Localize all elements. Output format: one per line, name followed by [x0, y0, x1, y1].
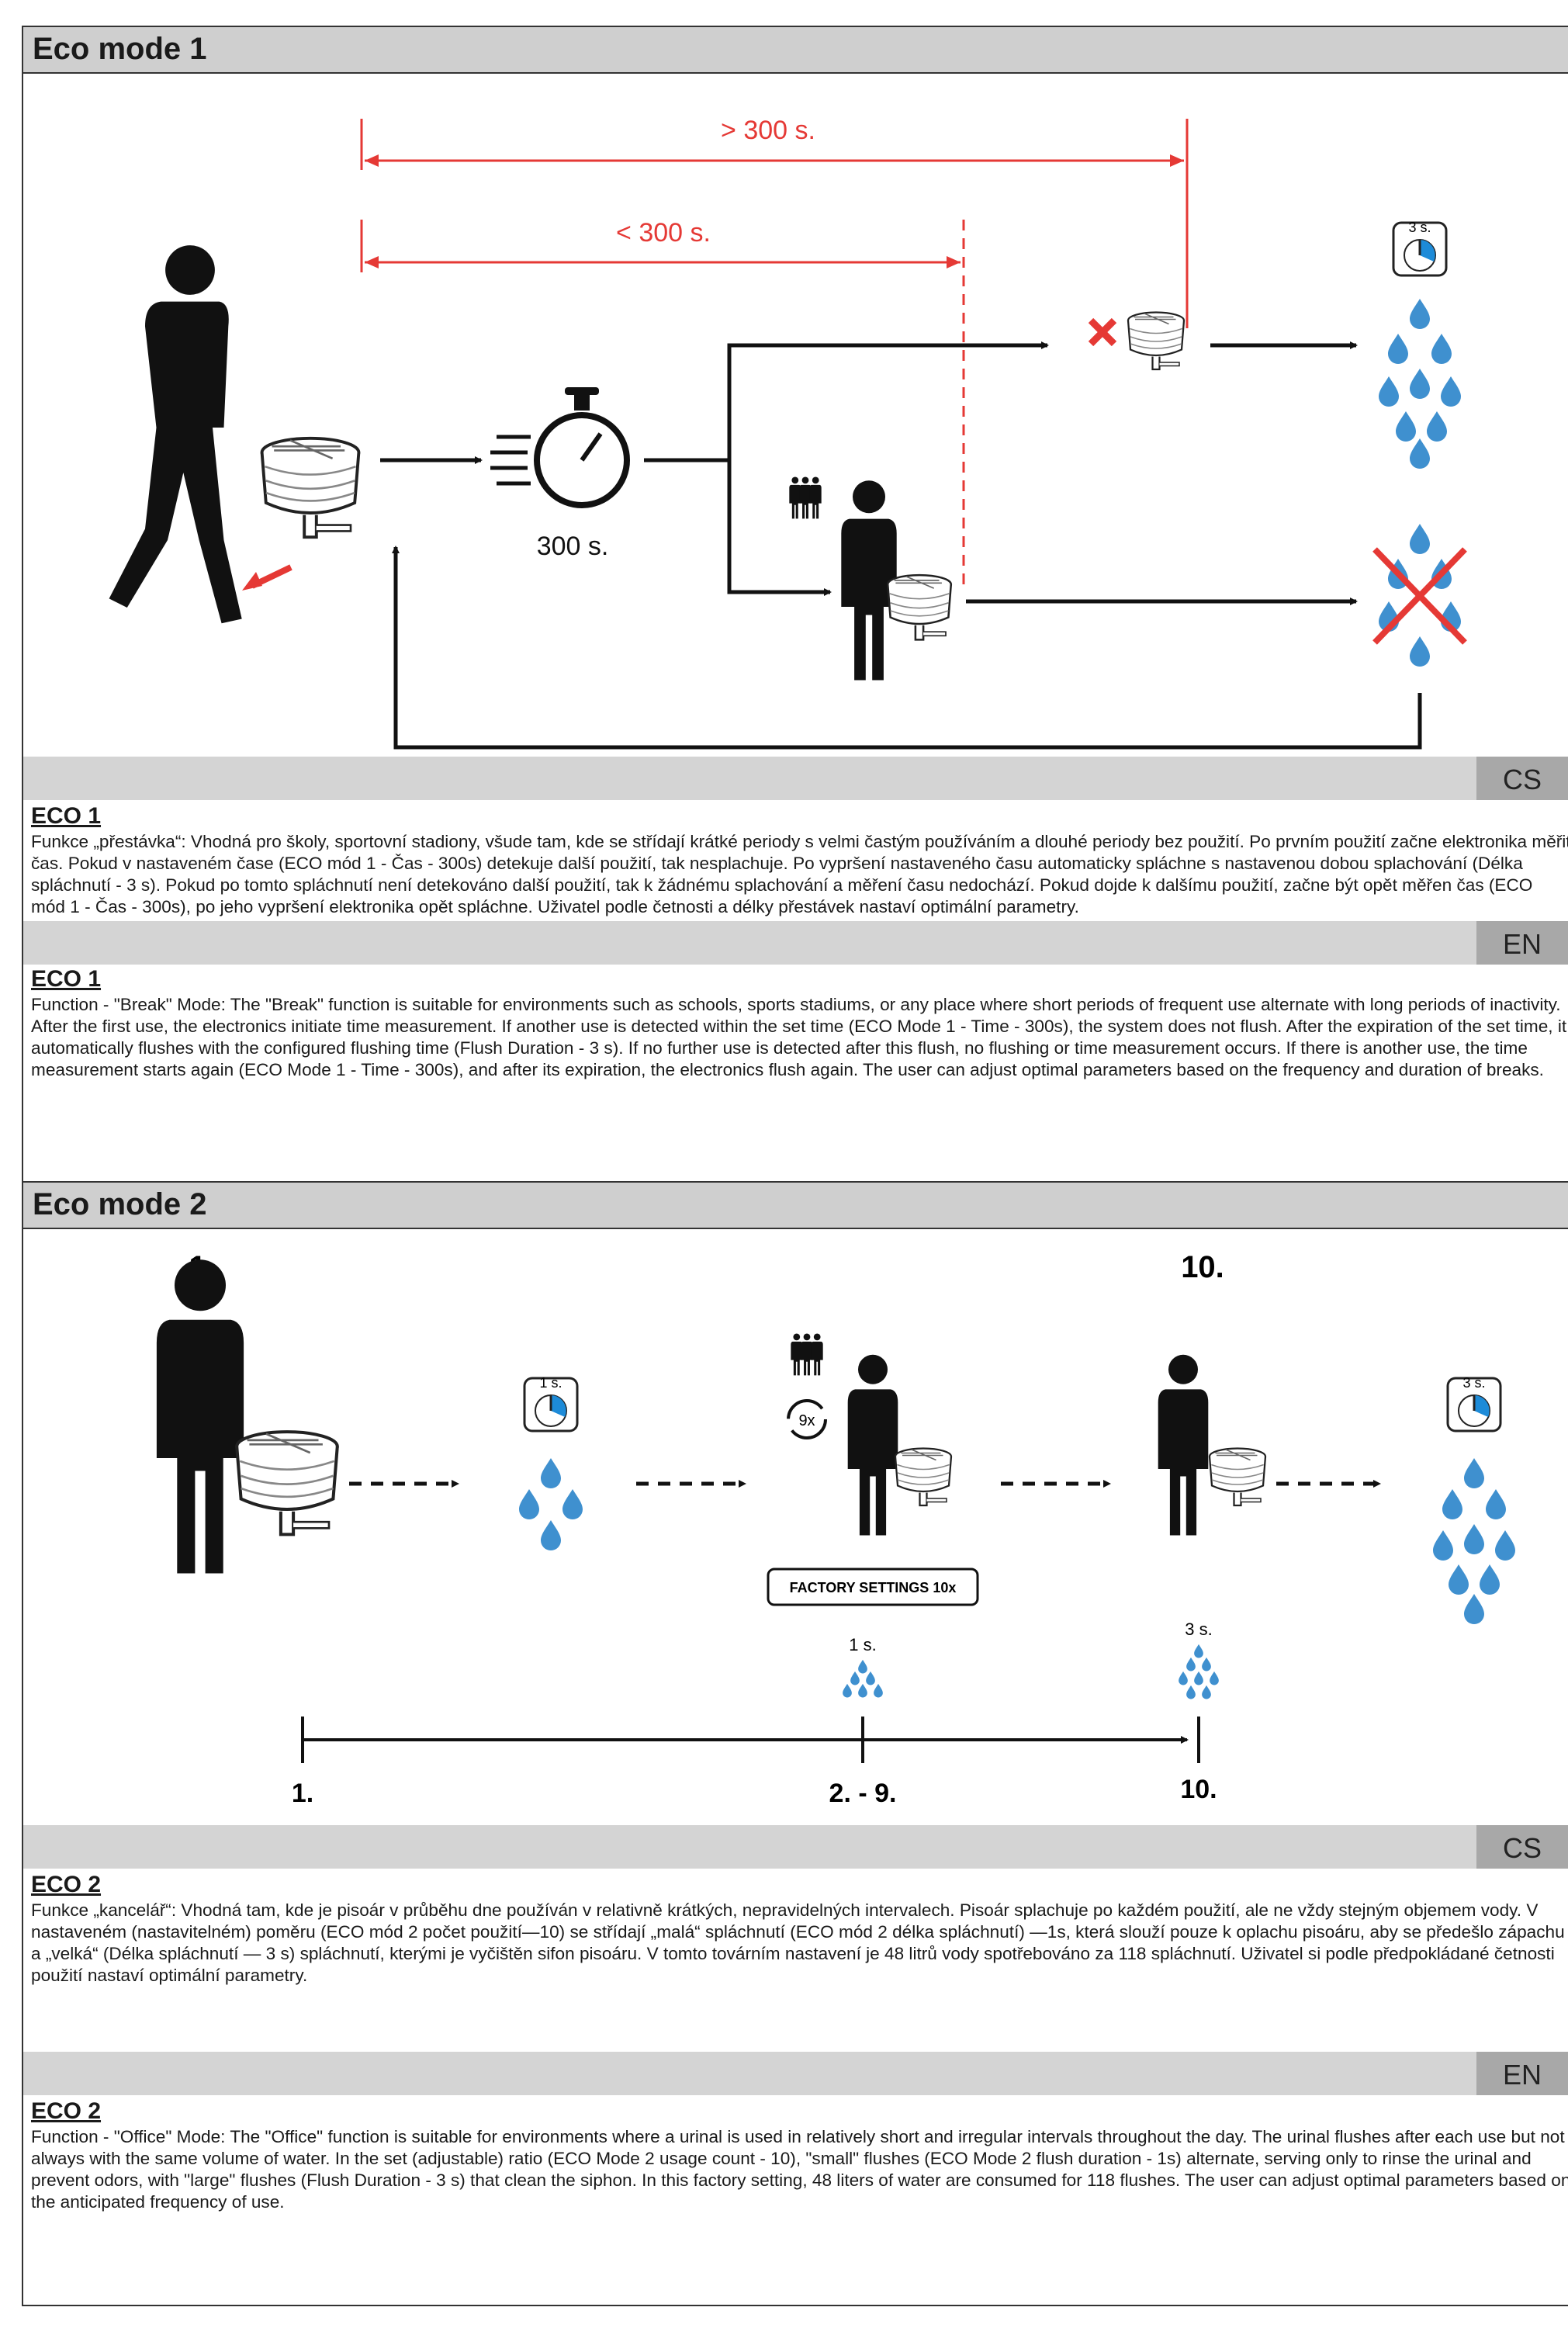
step-10-label: 10.: [1181, 1250, 1224, 1284]
lt-300-label: < 300 s.: [616, 218, 711, 248]
timeline-label-1: 1.: [292, 1779, 313, 1808]
dimension-gt-300: > 300 s.: [360, 116, 1189, 328]
small-flush-drops-icon: [843, 1659, 883, 1698]
eco1-cs-title: ECO 1: [31, 803, 102, 829]
person-medium-icon: [847, 1354, 898, 1536]
large-flush-drops-icon: [1179, 1644, 1219, 1699]
eco1-en-title: ECO 1: [31, 966, 102, 992]
gt-300-label: > 300 s.: [721, 116, 815, 145]
factory-settings-label: FACTORY SETTINGS 10x: [790, 1580, 957, 1595]
eco-mode-1-title: Eco mode 1: [33, 32, 207, 66]
eco2-en-bar: EN: [23, 2052, 1568, 2095]
urinal-medium-icon: [894, 1447, 953, 1507]
eco-mode-1-panel: Eco mode 1 > 300 s. < 300 s.: [22, 26, 1568, 1193]
eco1-en-text: Function - "Break" Mode: The "Break" fun…: [31, 995, 1567, 1079]
small-water-drops-icon: [519, 1458, 583, 1550]
eco-mode-2-diagram: 1. 1 s. 9x FACTORY SETTINGS 10x 10.: [156, 1250, 1515, 1808]
eco1-cs-lang-tag: CS: [1476, 757, 1568, 800]
repeat-count-label: 9x: [798, 1412, 815, 1429]
upper-branch-arrow: [644, 341, 1049, 462]
flush-3s-badge-label: 3 s.: [1408, 220, 1431, 235]
eco2-en-text: Function - "Office" Mode: The "Office" f…: [31, 2127, 1568, 2212]
urinal-icon: [260, 436, 361, 539]
eco2-cs-lang-tag: CS: [1476, 1825, 1568, 1869]
eco-mode-1-diagram: > 300 s. < 300 s.: [109, 116, 1467, 750]
usage-timeline: 1. 2. - 9. 10.: [292, 1717, 1217, 1808]
large-flush-label: 3 s.: [1185, 1620, 1212, 1639]
timeline-label-2-9: 2. - 9.: [829, 1779, 897, 1808]
flush-1s-badge-label: 1 s.: [539, 1375, 562, 1391]
eco-mode-2-panel: Eco mode 2 1. 1 s. 9x FACTORY SETTINGS 1…: [22, 1181, 1568, 2306]
repeat-cycle-icon: [787, 1399, 827, 1439]
eco1-en-lang-tag: EN: [1476, 921, 1568, 965]
flush-3s-badge-label-2: 3 s.: [1462, 1375, 1485, 1391]
eco-mode-2-header: Eco mode 2: [23, 1183, 1568, 1229]
timeline-label-10: 10.: [1180, 1775, 1217, 1804]
red-x-icon: [1088, 317, 1117, 347]
eco-mode-1-header: Eco mode 1: [23, 27, 1568, 74]
group-people-icon: [791, 1333, 823, 1376]
person-step-10-icon: [1158, 1354, 1209, 1536]
group-people-icon: [789, 476, 822, 519]
timer-label: 300 s.: [537, 532, 609, 561]
eco2-en-lang-tag: EN: [1476, 2052, 1568, 2095]
urinal-large-icon: [237, 1432, 337, 1534]
return-loop-arrow: [392, 546, 1422, 750]
walking-person-icon: [109, 245, 242, 624]
stopwatch-icon: [490, 387, 630, 508]
eco2-en-title: ECO 2: [31, 2098, 102, 2124]
no-flush-drops-icon: [1372, 524, 1467, 667]
eco-mode-2-title: Eco mode 2: [33, 1187, 207, 1221]
person-large-icon: [156, 1259, 244, 1574]
small-flush-label: 1 s.: [849, 1635, 876, 1654]
red-leave-arrow-icon: [242, 564, 292, 591]
water-drops-icon: [1379, 299, 1461, 469]
large-water-drops-icon: [1433, 1458, 1515, 1624]
eco2-cs-title: ECO 2: [31, 1872, 102, 1897]
factory-settings-box: FACTORY SETTINGS 10x: [767, 1568, 979, 1606]
lower-branch-arrow: [727, 460, 832, 596]
eco2-cs-bar: CS: [23, 1825, 1568, 1869]
eco1-en-bar: EN: [23, 921, 1568, 965]
lower-urinal-icon: [886, 573, 953, 641]
person-standing-icon: [841, 480, 897, 681]
upper-urinal-icon: [1127, 311, 1186, 371]
dimension-lt-300: < 300 s.: [360, 218, 965, 584]
eco1-cs-bar: CS: [23, 757, 1568, 800]
urinal-step-10-icon: [1208, 1447, 1267, 1507]
eco2-cs-text: Funkce „kancelář“: Vhodná tam, kde je pi…: [31, 1900, 1565, 1985]
eco1-cs-text: Funkce „přestávka“: Vhodná pro školy, sp…: [31, 832, 1568, 916]
